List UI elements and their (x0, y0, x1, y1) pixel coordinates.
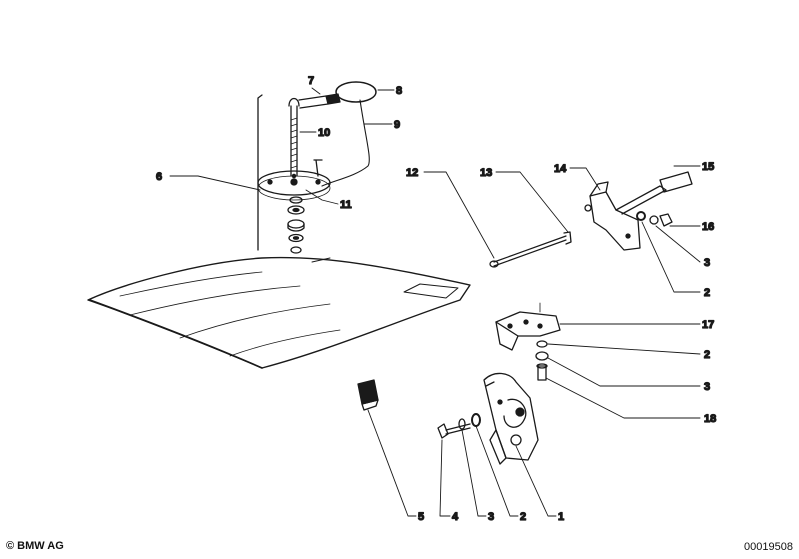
callout-11: 11 (340, 199, 352, 211)
callout-6: 6 (156, 171, 162, 183)
callout-3-upper: 3 (704, 257, 710, 269)
callout-2-middle: 2 (704, 349, 710, 361)
callout-16: 16 (702, 221, 714, 233)
callout-9: 9 (394, 119, 400, 131)
callout-15: 15 (702, 161, 714, 173)
upper-bracket (584, 171, 693, 251)
callout-3-lower: 3 (488, 511, 494, 523)
lock-bolt (437, 413, 481, 439)
callout-8: 8 (396, 85, 402, 97)
callout-2-upper: 2 (704, 287, 710, 299)
callout-18: 18 (704, 413, 716, 425)
callout-12: 12 (406, 167, 418, 179)
lower-bracket (495, 302, 561, 381)
hood-lock (483, 372, 539, 465)
copyright-text: © BMW AG (6, 540, 64, 552)
callout-5: 5 (418, 511, 424, 523)
lock-rod (489, 231, 572, 268)
callout-17: 17 (702, 319, 714, 331)
callout-3-middle: 3 (704, 381, 710, 393)
callout-7: 7 (308, 75, 314, 87)
callout-2-lower: 2 (520, 511, 526, 523)
callout-4: 4 (452, 511, 459, 523)
callout-10: 10 (318, 127, 330, 139)
hood-panel (87, 94, 471, 369)
support-stand (257, 81, 377, 254)
rubber-buffer (357, 379, 379, 411)
callout-13: 13 (480, 167, 492, 179)
callout-14: 14 (554, 163, 567, 175)
document-number: 00019508 (744, 541, 793, 553)
callout-1: 1 (558, 511, 564, 523)
leader-lines (169, 87, 701, 517)
